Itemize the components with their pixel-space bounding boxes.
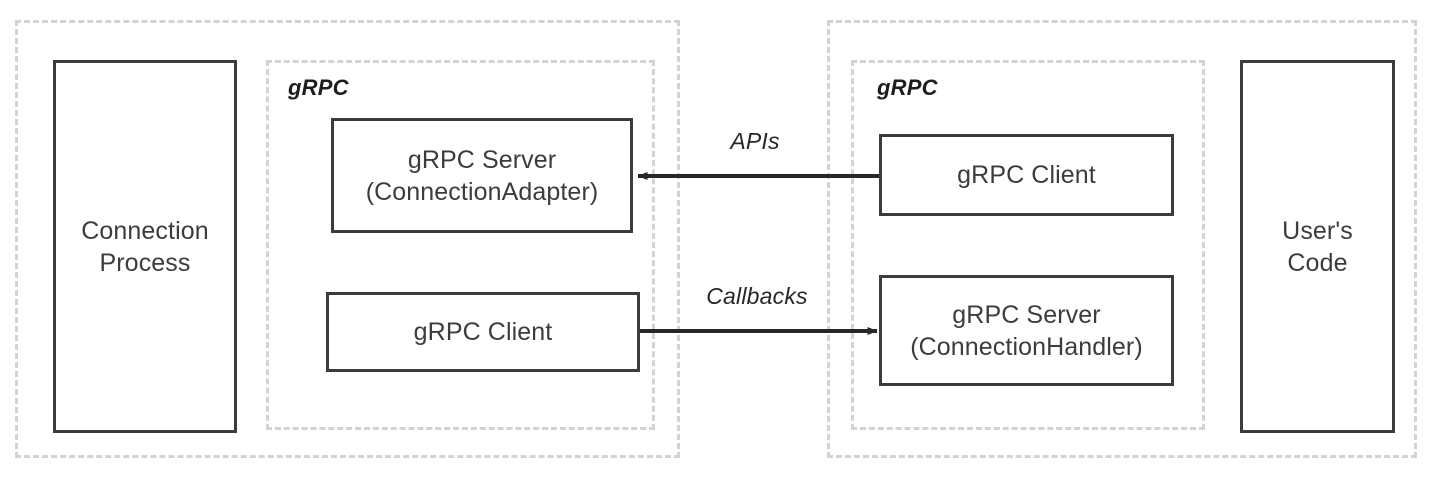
users-code-label: User's Code bbox=[1282, 216, 1353, 277]
grpc-left-group bbox=[266, 60, 655, 430]
connection-process-box[interactable]: Connection Process bbox=[53, 60, 237, 433]
grpc-server-connection-adapter-box[interactable]: gRPC Server (ConnectionAdapter) bbox=[331, 118, 633, 233]
grpc-client-left-box[interactable]: gRPC Client bbox=[326, 292, 640, 372]
grpc-server-connection-adapter-label: gRPC Server (ConnectionAdapter) bbox=[365, 145, 599, 206]
grpc-server-connection-handler-box[interactable]: gRPC Server (ConnectionHandler) bbox=[879, 275, 1174, 386]
grpc-client-left-label: gRPC Client bbox=[413, 318, 553, 346]
apis-arrow-label: APIs bbox=[730, 128, 780, 154]
grpc-left-group-title: gRPC bbox=[288, 75, 349, 100]
grpc-client-right-box[interactable]: gRPC Client bbox=[879, 134, 1174, 216]
grpc-right-group bbox=[851, 60, 1205, 430]
grpc-right-group-title: gRPC bbox=[877, 75, 938, 100]
users-code-box[interactable]: User's Code bbox=[1240, 60, 1395, 433]
grpc-server-connection-handler-label: gRPC Server (ConnectionHandler) bbox=[910, 300, 1143, 361]
callbacks-arrow-label: Callbacks bbox=[706, 283, 808, 309]
user-code-outer-group bbox=[827, 20, 1417, 458]
grpc-client-right-label: gRPC Client bbox=[957, 161, 1096, 189]
connection-process-label: Connection Process bbox=[81, 216, 209, 277]
connection-process-outer-group bbox=[15, 20, 680, 458]
